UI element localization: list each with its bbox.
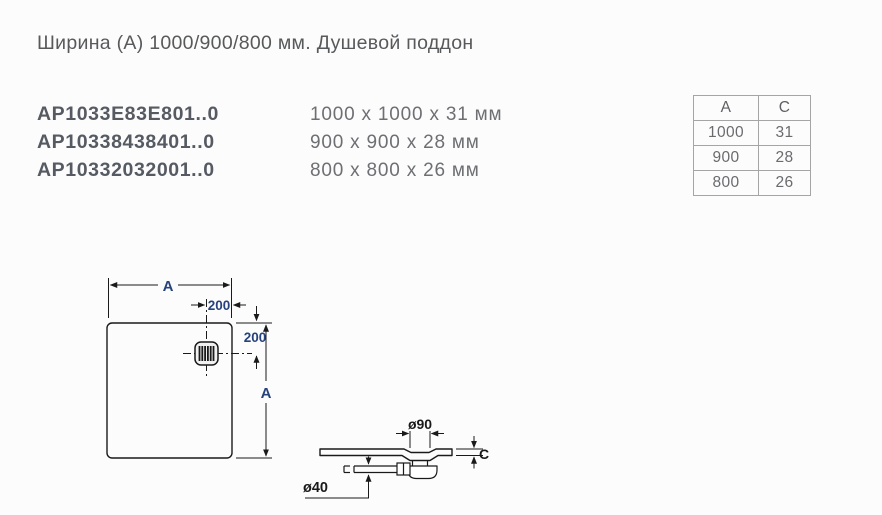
dim-drain-offset-y: 200 — [244, 306, 267, 369]
dim-pipe-diameter: ø40 — [303, 456, 372, 499]
siphon — [343, 460, 438, 480]
drain-grate — [194, 341, 219, 366]
table-cell-c: 31 — [758, 120, 811, 146]
dim-label-height-a: A — [261, 385, 272, 402]
tray-outline — [106, 322, 233, 459]
dim-thickness-c: C — [456, 436, 489, 469]
dimension-table: A C 1000 31 900 28 800 26 — [693, 95, 811, 196]
product-size: 900 x 900 x 28 мм — [310, 132, 480, 153]
product-row: AP10338438401..0 900 x 900 x 28 мм — [37, 128, 502, 156]
table-cell-a: 800 — [693, 170, 759, 196]
dim-height-a: A — [261, 324, 272, 457]
dim-label-drain-diameter: ø90 — [408, 416, 432, 432]
product-code: AP10332032001..0 — [37, 159, 215, 181]
dim-label-thickness-c: C — [479, 446, 489, 462]
product-row: AP10332032001..0 800 x 800 x 26 мм — [37, 156, 502, 184]
product-code: AP1033E83E801..0 — [37, 103, 219, 125]
product-size: 1000 x 1000 x 31 мм — [310, 104, 503, 125]
table-cell-c: 28 — [758, 145, 811, 171]
dim-width-a: A — [109, 278, 231, 295]
dim-drain-offset-x: 200 — [191, 298, 246, 313]
table-cell-a: 900 — [693, 145, 759, 171]
tray-top-view: A 200 200 A — [106, 278, 272, 459]
table-header-c: C — [758, 95, 811, 121]
table-row: 1000 31 — [693, 120, 811, 146]
dim-drain-diameter: ø90 — [396, 416, 444, 448]
tray-profile — [319, 448, 453, 462]
product-list: AP1033E83E801..0 1000 x 1000 x 31 мм AP1… — [37, 100, 502, 184]
table-header-row: A C — [693, 95, 811, 121]
dim-label-drain-offset-y: 200 — [244, 330, 267, 345]
tray-side-view: ø90 C — [303, 416, 489, 499]
table-row: 900 28 — [693, 145, 811, 171]
product-size: 800 x 800 x 26 мм — [310, 160, 480, 181]
table-cell-a: 1000 — [693, 120, 759, 146]
table-row: 800 26 — [693, 170, 811, 196]
table-header-a: A — [693, 95, 759, 121]
dim-label-width-a: A — [163, 278, 174, 295]
technical-drawing: A 200 200 A — [106, 278, 489, 499]
dim-label-pipe-diameter: ø40 — [303, 480, 328, 496]
table-cell-c: 26 — [758, 170, 811, 196]
page-title: Ширина (А) 1000/900/800 мм. Душевой подд… — [37, 32, 474, 54]
dim-label-drain-offset-x: 200 — [208, 298, 231, 313]
product-code: AP10338438401..0 — [37, 131, 215, 153]
product-row: AP1033E83E801..0 1000 x 1000 x 31 мм — [37, 100, 502, 128]
